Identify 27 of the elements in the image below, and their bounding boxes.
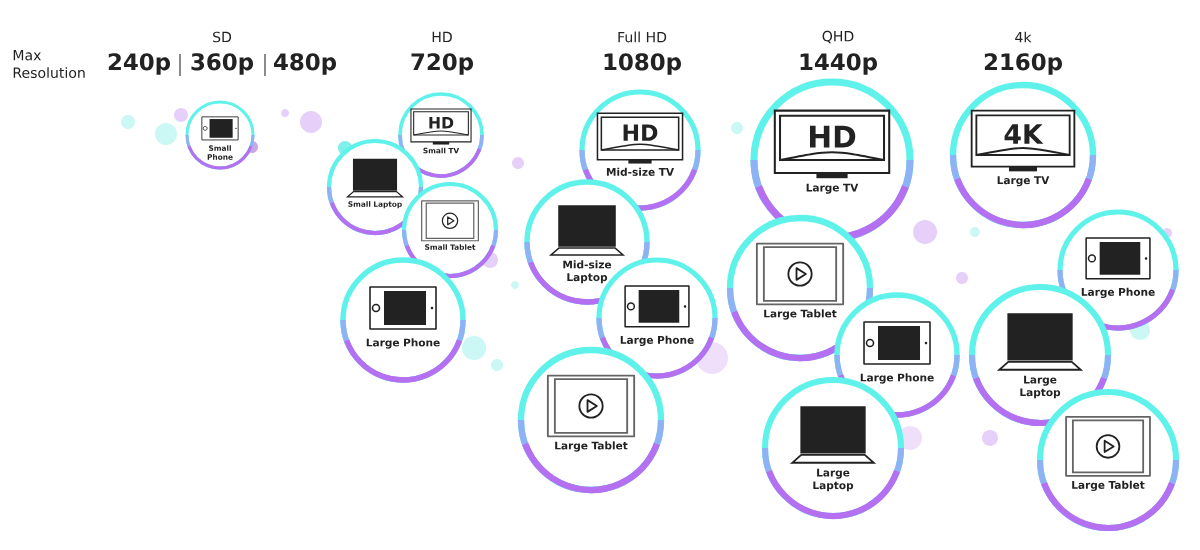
resolution-name: SD — [213, 31, 232, 43]
axis-title: Max Resolution — [13, 50, 85, 78]
resolution-name: QHD — [822, 30, 854, 44]
resolution-name: HD — [432, 31, 452, 43]
resolution-name: 4k — [1015, 31, 1032, 43]
device-label: Large Phone — [366, 338, 440, 349]
device-label: Large Tablet — [555, 441, 628, 452]
device-label: Large Phone — [620, 335, 694, 347]
device-label: Large Phone — [1081, 287, 1155, 299]
resolution-value: 720p — [411, 53, 473, 75]
device-label: Large Laptop — [1020, 375, 1061, 399]
device-label: Mid-size Laptop — [563, 260, 612, 284]
resolution-value: 360p — [191, 53, 253, 75]
device-label: Large Tablet — [764, 309, 837, 320]
resolution-name: Full HD — [618, 31, 667, 43]
device-label: Large TV — [997, 176, 1050, 187]
resolution-value: 480p — [274, 53, 336, 75]
screen-mark: HD — [810, 125, 856, 148]
resolution-value: 240p — [108, 53, 170, 75]
screen-mark: HD — [429, 117, 454, 129]
device-label: Large Tablet — [1072, 480, 1145, 492]
device-label: Large Laptop — [813, 468, 854, 492]
device-label: Large TV — [806, 183, 859, 194]
device-label: Large Phone — [860, 373, 934, 384]
device-label: Mid-size TV — [606, 167, 674, 176]
screen-mark: HD — [623, 124, 658, 141]
screen-mark: 4K — [1004, 124, 1044, 144]
